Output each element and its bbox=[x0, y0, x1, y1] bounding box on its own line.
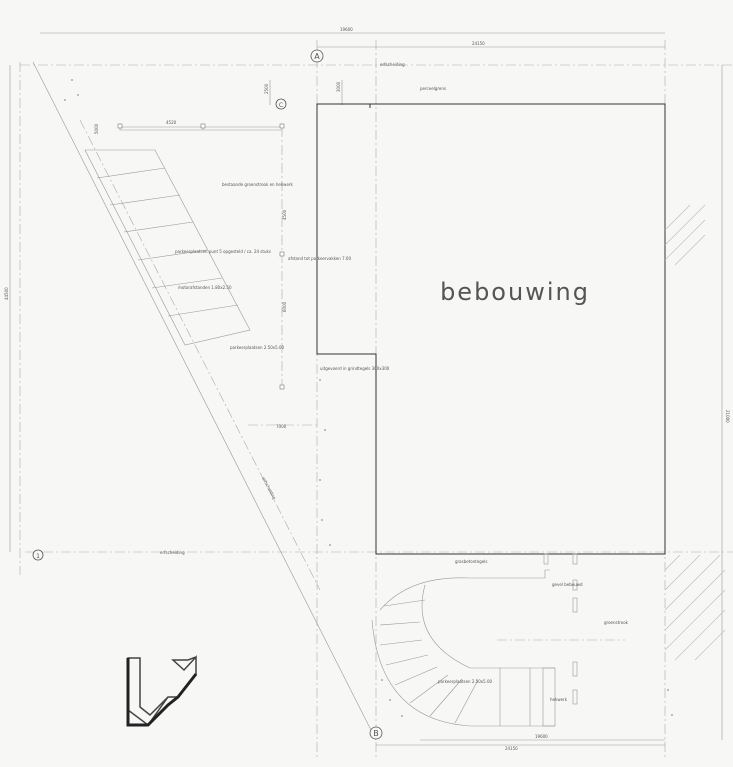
building-label: bebouwing bbox=[440, 278, 590, 306]
axis-b-label: B bbox=[373, 729, 379, 738]
axis-a-label: A bbox=[314, 52, 320, 61]
marker-5 bbox=[279, 384, 285, 390]
axis-bubble-b: B bbox=[369, 726, 383, 740]
marker-2 bbox=[200, 123, 206, 129]
path-dashed-left bbox=[119, 124, 317, 426]
gevel-note: gevel bebouwd bbox=[552, 582, 583, 587]
diagonal-offset-line bbox=[79, 119, 321, 591]
dim-4500-label: 4500 bbox=[282, 209, 287, 220]
axis-bubble-1: 1 bbox=[32, 549, 44, 561]
hatched-area-lower-right bbox=[664, 554, 726, 661]
motorafstand-label: motorafstanden 1.80x2.50 bbox=[178, 285, 232, 290]
diagonal-boundary bbox=[32, 61, 377, 741]
north-arrow-icon bbox=[126, 655, 198, 727]
dim-7000-label: 7000 bbox=[276, 424, 287, 429]
dim-2500-label: 2500 bbox=[264, 83, 269, 94]
afstand-parkeer-label: afstand tot parkeervakken 7.00 bbox=[288, 256, 351, 261]
dim-top2-label: 24150 bbox=[472, 41, 485, 46]
bollard-5 bbox=[572, 661, 578, 677]
parkeerplaats-dims-label: parkeerplaatsen 2.50x5.00 bbox=[230, 345, 284, 350]
bollard-4 bbox=[572, 597, 578, 613]
marker-4 bbox=[279, 251, 285, 257]
dim-bottom-label: 24150 bbox=[505, 746, 518, 751]
bollard-2 bbox=[572, 553, 578, 565]
dim-5000-label: 5000 bbox=[94, 123, 99, 134]
hatched-area-right bbox=[664, 204, 706, 266]
dim-4520-label: 4520 bbox=[166, 120, 177, 125]
vegetation-strip bbox=[64, 79, 673, 717]
dim-bottom2-label: 19600 bbox=[535, 734, 548, 739]
marker-1 bbox=[117, 123, 123, 129]
dim-right-label: 21000 bbox=[725, 410, 730, 423]
fiets-note: parkeerplaatsen 2.50x5.00 bbox=[438, 679, 492, 684]
parking-area-lower bbox=[371, 569, 556, 727]
bollard-3 bbox=[572, 579, 578, 591]
hekwerk-label: hekwerk bbox=[550, 697, 568, 702]
perceelgrens-label: perceelgrens bbox=[420, 86, 446, 91]
dim-6000-label: 6000 bbox=[282, 301, 287, 312]
marker-3 bbox=[279, 123, 285, 129]
erfscheiding-top-label: erfscheiding bbox=[380, 62, 405, 67]
erfscheiding-diag-label: erfscheiding bbox=[261, 476, 277, 501]
parkeer-note: parkeerplaatsen punt 5 opgesteld / ca. 2… bbox=[175, 249, 271, 254]
pad-note: grasbetontegels bbox=[455, 559, 488, 564]
axis-c-label: C bbox=[279, 102, 283, 109]
dim-top-label: 19600 bbox=[340, 27, 353, 32]
dim-left-label: 44500 bbox=[4, 287, 9, 300]
building-outline bbox=[316, 103, 666, 555]
axis-bubble-c: C bbox=[275, 98, 287, 110]
bollard-1 bbox=[543, 553, 549, 565]
opvang-label: uitgevoerd in grindtegels 300x300 bbox=[320, 366, 390, 371]
erfscheiding-bottom-label: erfscheiding bbox=[160, 550, 185, 555]
groen-note: groenstrook bbox=[604, 620, 629, 625]
parking-bays-upper bbox=[84, 149, 251, 346]
bestaande-note: bestaande groenstrook en hekwerk bbox=[222, 182, 294, 187]
axis-1-label: 1 bbox=[36, 553, 40, 560]
bollard-6 bbox=[572, 689, 578, 705]
axis-bubble-a: A bbox=[310, 49, 324, 63]
dim-3000-label: 3000 bbox=[336, 81, 341, 92]
